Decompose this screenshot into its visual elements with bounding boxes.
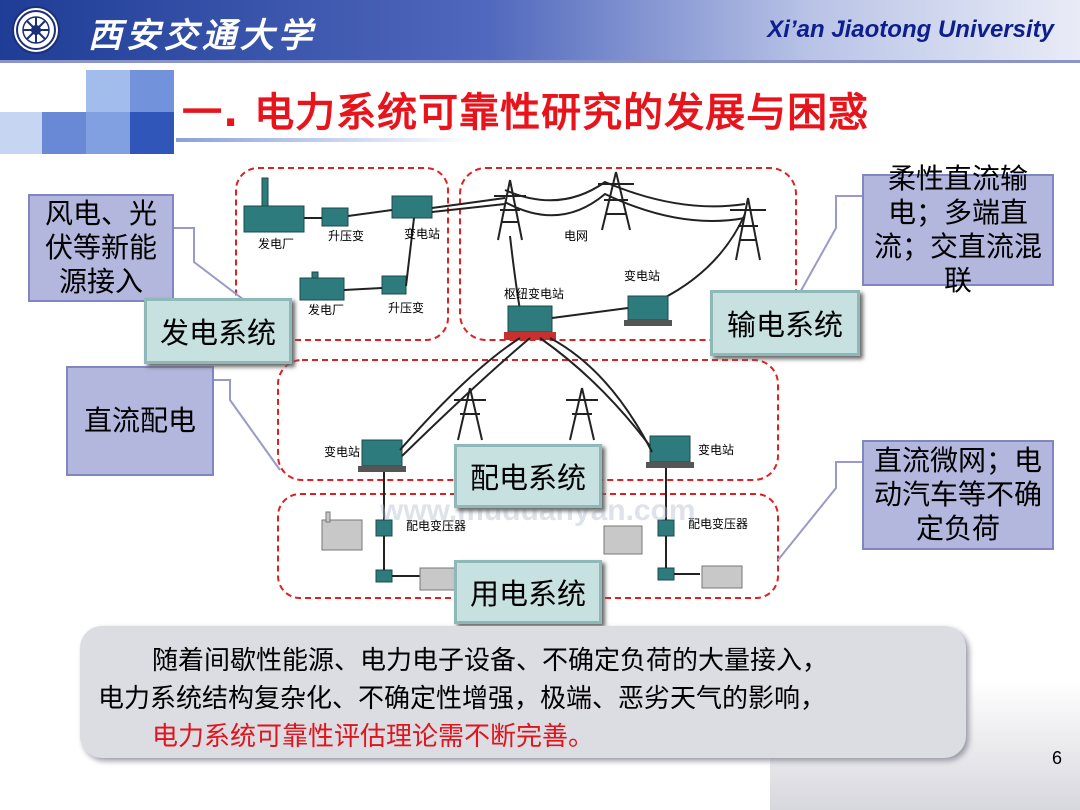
- label-power-plant-2: 发电厂: [307, 302, 344, 317]
- label-hub-substation: 枢纽变电站: [503, 286, 564, 301]
- label-substation-2: 变电站: [623, 268, 660, 283]
- summary-line-1: 随着间歇性能源、电力电子设备、不确定负荷的大量接入，: [152, 646, 829, 676]
- label-substation-right: 变电站: [697, 442, 734, 457]
- summary-box: 随着间歇性能源、电力电子设备、不确定负荷的大量接入， 电力系统结构复杂化、不确定…: [80, 626, 966, 758]
- summary-line-2: 电力系统结构复杂化、不确定性增强，极端、恶劣天气的影响，: [98, 684, 827, 714]
- note-microgrid: 直流微网；电动汽车等不确定负荷: [862, 440, 1054, 550]
- header-divider: [0, 60, 1080, 63]
- label-step-up-1: 升压变: [327, 228, 364, 243]
- note-flexible-dc: 柔性直流输电；多端直流；交直流混联: [862, 162, 1054, 297]
- label-substation-left: 变电站: [323, 444, 360, 459]
- label-grid: 电网: [563, 228, 588, 243]
- system-distribution: 配电系统: [454, 444, 602, 508]
- system-transmission: 输电系统: [710, 290, 860, 356]
- summary-line-3: 电力系统可靠性评估理论需不断完善。: [152, 722, 595, 752]
- label-substation-1: 变电站: [403, 226, 440, 241]
- system-generation: 发电系统: [144, 298, 292, 364]
- system-consumption: 用电系统: [454, 560, 602, 624]
- university-name-cn: 西安交通大学: [88, 16, 316, 56]
- slide-title: 一. 电力系统可靠性研究的发展与困惑: [182, 90, 870, 136]
- label-step-up-2: 升压变: [387, 300, 424, 315]
- label-power-plant-1: 发电厂: [257, 236, 294, 251]
- title-decoration: [0, 0, 180, 160]
- title-underline: [176, 138, 476, 142]
- header-bar: [0, 0, 1080, 60]
- university-logo: [12, 6, 60, 54]
- label-dist-transformer-left: 配电变压器: [405, 518, 466, 533]
- note-wind-solar: 风电、光伏等新能源接入: [28, 194, 174, 302]
- label-dist-transformer-right: 配电变压器: [687, 516, 748, 531]
- page-number: 6: [1051, 748, 1062, 768]
- university-name-en: Xi’an Jiaotong University: [767, 16, 1054, 43]
- note-dc-distribution: 直流配电: [66, 366, 214, 476]
